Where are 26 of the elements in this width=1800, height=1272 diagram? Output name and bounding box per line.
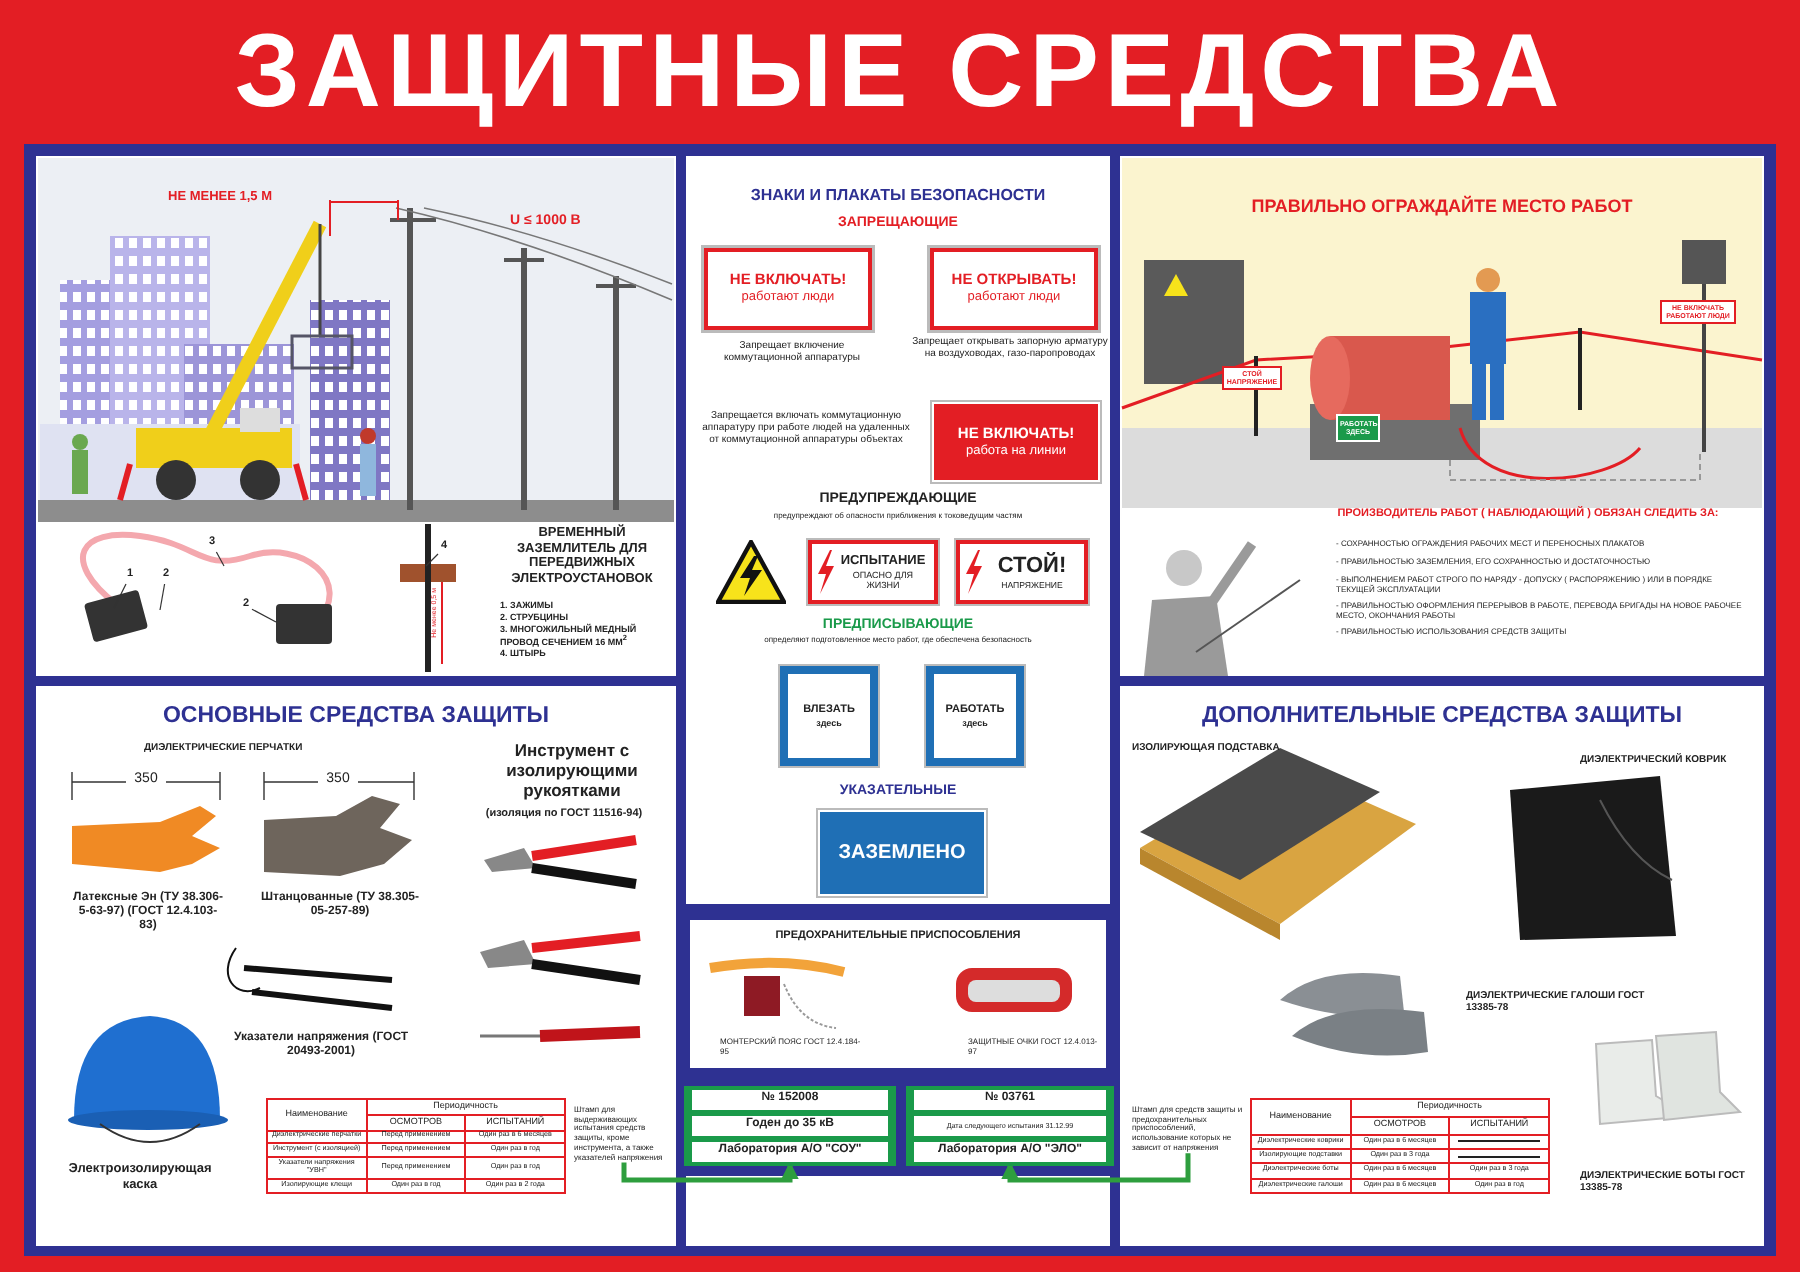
indication-sign xyxy=(818,810,986,896)
warning-sign xyxy=(956,540,1088,604)
leader-line xyxy=(159,583,166,611)
prohibition-sign xyxy=(932,402,1100,482)
info-panel xyxy=(686,156,1110,904)
leader-line xyxy=(215,551,225,567)
warning-sign xyxy=(808,540,938,604)
prohibition-sign xyxy=(704,248,872,330)
leader-line xyxy=(425,553,439,567)
mandatory-sign xyxy=(926,666,1024,766)
test-stamp xyxy=(906,1086,1114,1166)
poster-title: ЗАЩИТНЫЕ СРЕДСТВА xyxy=(232,12,1568,134)
high-voltage-warning-sign xyxy=(716,540,786,604)
sign-text: ЗАЗЕМЛЕНО xyxy=(838,841,966,865)
leader-line xyxy=(251,608,277,623)
panel-heading: ПРАВИЛЬНО ОГРАЖДАЙТЕ МЕСТО РАБОТ xyxy=(1249,196,1635,218)
panel-heading: ЗНАКИ И ПЛАКАТЫ БЕЗОПАСНОСТИ xyxy=(748,186,1048,205)
item-caption: Инструмент с изолирующими рукоятками xyxy=(504,740,640,801)
prohibition-sign xyxy=(930,248,1098,330)
panel-heading: ДОПОЛНИТЕЛЬНЫЕ СРЕДСТВА ЗАЩИТЫ xyxy=(1199,704,1685,732)
mandatory-sign xyxy=(780,666,878,766)
test-stamp xyxy=(684,1086,896,1166)
arrow xyxy=(621,1161,799,1183)
panel-heading: ОСНОВНЫЕ СРЕДСТВА ЗАЩИТЫ xyxy=(160,704,552,732)
arrow xyxy=(1001,1153,1191,1183)
sign-text: СТОЙ! xyxy=(997,553,1067,580)
